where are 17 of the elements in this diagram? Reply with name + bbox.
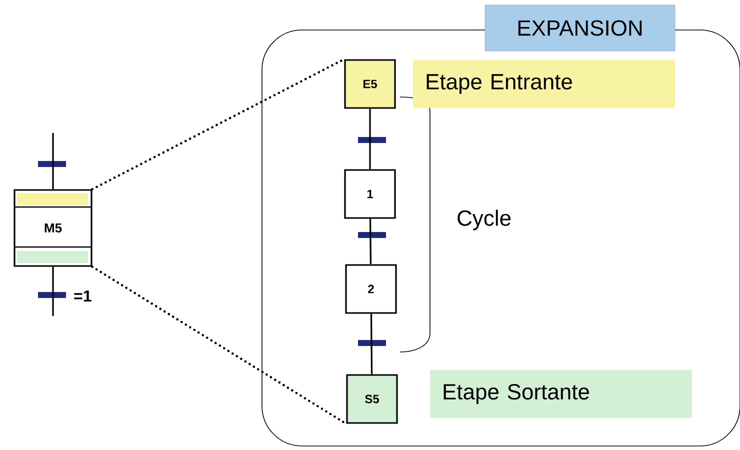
connector-line [52,133,54,190]
condition-label: =1 [74,290,92,302]
connector-line [369,218,372,264]
label-band: Etape Entrante [413,60,675,108]
leader-line [91,58,346,190]
leader-line [91,266,348,425]
cycle-label: Cycle [458,210,511,230]
step-box: S5 [346,374,398,424]
label-band: Etape Sortante [430,370,692,418]
connector-line [370,314,373,374]
connector-line [52,266,54,316]
heading-tab: EXPANSION [484,4,676,52]
step-box: 1 [344,169,396,219]
macro-step-box: M5 [13,189,92,267]
connector-line [369,108,371,170]
step-box: E5 [344,59,396,109]
step-box: 2 [345,264,397,314]
